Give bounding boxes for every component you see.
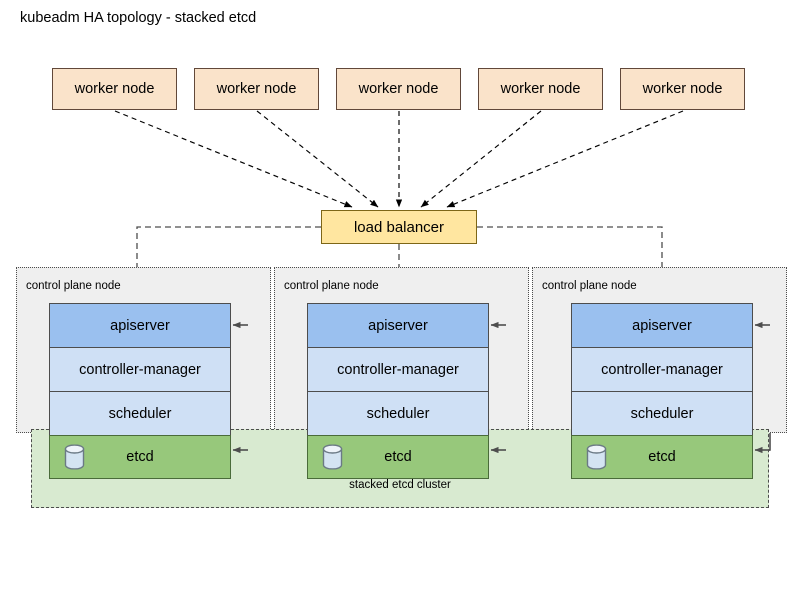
edge-worker2-to-lb (256, 110, 379, 208)
apiserver-label: apiserver (368, 317, 428, 334)
apiserver-box-1[interactable]: apiserver (49, 303, 231, 347)
apiserver-label: apiserver (110, 317, 170, 334)
worker-node-2[interactable]: worker node (194, 68, 319, 110)
etcd-box-2[interactable]: etcd (307, 435, 489, 479)
controller-manager-label: controller-manager (601, 361, 723, 378)
apiserver-label: apiserver (632, 317, 692, 334)
worker-node-label: worker node (216, 81, 297, 97)
worker-node-4[interactable]: worker node (478, 68, 603, 110)
edge-worker1-to-lb (114, 110, 353, 208)
etcd-label: etcd (648, 449, 676, 465)
scheduler-box-1[interactable]: scheduler (49, 391, 231, 435)
etcd-label: etcd (384, 449, 412, 465)
control-plane-node-label: control plane node (284, 280, 379, 292)
load-balancer-label: load balancer (353, 218, 445, 236)
worker-node-5[interactable]: worker node (620, 68, 745, 110)
database-cylinder-icon (64, 444, 85, 470)
worker-node-label: worker node (500, 81, 581, 97)
etcd-box-1[interactable]: etcd (49, 435, 231, 479)
page-title: kubeadm HA topology - stacked etcd (20, 10, 257, 26)
component-stack-2: apiserver controller-manager scheduler e… (307, 303, 489, 479)
component-stack-3: apiserver controller-manager scheduler e… (571, 303, 753, 479)
scheduler-box-2[interactable]: scheduler (307, 391, 489, 435)
stacked-etcd-cluster-label: stacked etcd cluster (349, 479, 451, 491)
worker-node-label: worker node (358, 81, 439, 97)
scheduler-label: scheduler (366, 405, 430, 422)
edge-worker4-to-lb (420, 110, 542, 208)
database-cylinder-icon (322, 444, 343, 470)
database-cylinder-icon (586, 444, 607, 470)
load-balancer-node[interactable]: load balancer (321, 210, 477, 244)
controller-manager-box-1[interactable]: controller-manager (49, 347, 231, 391)
apiserver-box-2[interactable]: apiserver (307, 303, 489, 347)
etcd-box-3[interactable]: etcd (571, 435, 753, 479)
control-plane-node-label: control plane node (26, 280, 121, 292)
controller-manager-box-3[interactable]: controller-manager (571, 347, 753, 391)
worker-node-label: worker node (74, 81, 155, 97)
worker-node-1[interactable]: worker node (52, 68, 177, 110)
controller-manager-box-2[interactable]: controller-manager (307, 347, 489, 391)
control-plane-node-label: control plane node (542, 280, 637, 292)
edge-worker5-to-lb (446, 110, 684, 208)
scheduler-box-3[interactable]: scheduler (571, 391, 753, 435)
controller-manager-label: controller-manager (79, 361, 201, 378)
worker-node-3[interactable]: worker node (336, 68, 461, 110)
etcd-label: etcd (126, 449, 154, 465)
scheduler-label: scheduler (630, 405, 694, 422)
apiserver-box-3[interactable]: apiserver (571, 303, 753, 347)
scheduler-label: scheduler (108, 405, 172, 422)
controller-manager-label: controller-manager (337, 361, 459, 378)
component-stack-1: apiserver controller-manager scheduler e… (49, 303, 231, 479)
worker-node-label: worker node (642, 81, 723, 97)
